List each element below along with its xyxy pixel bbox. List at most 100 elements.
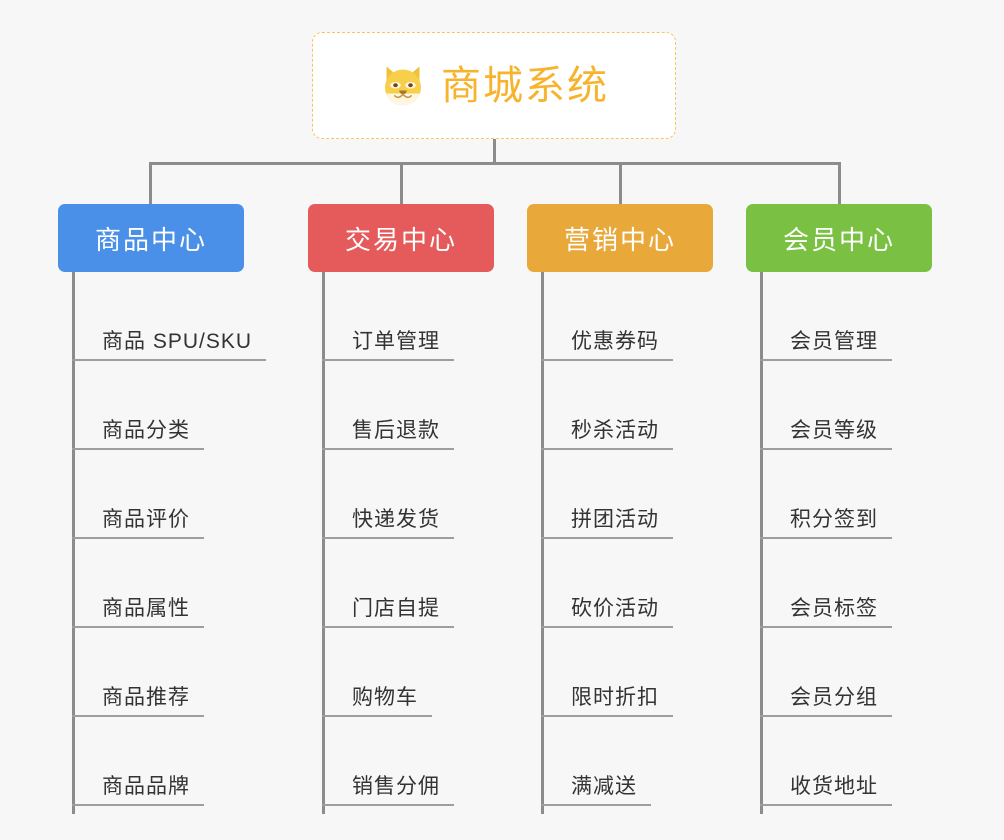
leaf-underline: 商品评价 bbox=[72, 508, 204, 539]
leaf-item[interactable]: 拼团活动 bbox=[541, 450, 673, 539]
leaf-item[interactable]: 积分签到 bbox=[760, 450, 892, 539]
category-member-center[interactable]: 会员中心 bbox=[746, 204, 932, 272]
leaf-label: 会员等级 bbox=[790, 418, 878, 442]
connector-drop-2 bbox=[400, 162, 403, 206]
leaf-item[interactable]: 商品属性 bbox=[72, 539, 266, 628]
leaf-item[interactable]: 销售分佣 bbox=[322, 717, 454, 806]
category-product-center[interactable]: 商品中心 bbox=[58, 204, 244, 272]
leaf-list: 订单管理售后退款快递发货门店自提购物车销售分佣 bbox=[322, 272, 454, 806]
leaf-underline: 拼团活动 bbox=[541, 508, 673, 539]
column-product-center: 商品中心商品 SPU/SKU 商品分类商品评价商品属性商品推荐商品品牌 bbox=[58, 204, 267, 814]
leaf-item[interactable]: 收货地址 bbox=[760, 717, 892, 806]
connector-drop-3 bbox=[619, 162, 622, 206]
leaf-item[interactable]: 快递发货 bbox=[322, 450, 454, 539]
leaf-item[interactable]: 秒杀活动 bbox=[541, 361, 673, 450]
leaf-item[interactable]: 订单管理 bbox=[322, 272, 454, 361]
connector-drop-1 bbox=[149, 162, 152, 206]
leaf-underline: 限时折扣 bbox=[541, 686, 673, 717]
leaf-item[interactable]: 限时折扣 bbox=[541, 628, 673, 717]
leaf-underline: 会员管理 bbox=[760, 330, 892, 361]
category-label: 商品中心 bbox=[94, 224, 207, 255]
leaf-label: 会员标签 bbox=[790, 596, 878, 620]
leaf-underline: 秒杀活动 bbox=[541, 419, 673, 450]
leaf-list: 商品 SPU/SKU 商品分类商品评价商品属性商品推荐商品品牌 bbox=[72, 272, 267, 806]
root-node[interactable]: 商城系统 bbox=[312, 32, 676, 139]
leaf-label: 商品推荐 bbox=[102, 685, 190, 709]
leaf-underline: 会员等级 bbox=[760, 419, 892, 450]
leaf-underline: 收货地址 bbox=[760, 775, 892, 806]
leaf-label: 商品评价 bbox=[102, 507, 190, 531]
column-marketing-center: 营销中心优惠券码秒杀活动拼团活动砍价活动限时折扣满减送 bbox=[527, 204, 713, 814]
leaf-label: 积分签到 bbox=[790, 507, 878, 531]
root-title: 商城系统 bbox=[441, 63, 609, 108]
leaf-label: 会员管理 bbox=[790, 329, 878, 353]
column-member-center: 会员中心会员管理会员等级积分签到会员标签会员分组收货地址 bbox=[746, 204, 932, 814]
leaf-label: 商品 SPU/SKU bbox=[102, 329, 253, 353]
leaf-underline: 会员分组 bbox=[760, 686, 892, 717]
category-label: 交易中心 bbox=[344, 224, 457, 255]
category-trade-center[interactable]: 交易中心 bbox=[308, 204, 494, 272]
leaf-label: 订单管理 bbox=[352, 329, 440, 353]
leaf-label: 拼团活动 bbox=[571, 507, 659, 531]
leaf-item[interactable]: 商品评价 bbox=[72, 450, 266, 539]
connector-drop-4 bbox=[838, 162, 841, 206]
leaf-list: 优惠券码秒杀活动拼团活动砍价活动限时折扣满减送 bbox=[541, 272, 673, 806]
connector-bus bbox=[149, 162, 841, 165]
leaf-label: 优惠券码 bbox=[571, 329, 659, 353]
leaf-label: 满减送 bbox=[571, 774, 637, 798]
leaf-label: 秒杀活动 bbox=[571, 418, 659, 442]
leaf-underline: 砍价活动 bbox=[541, 597, 673, 628]
leaf-underline: 积分签到 bbox=[760, 508, 892, 539]
leaf-item[interactable]: 满减送 bbox=[541, 717, 673, 806]
leaf-item[interactable]: 商品 SPU/SKU bbox=[72, 272, 267, 361]
leaf-item[interactable]: 购物车 bbox=[322, 628, 454, 717]
leaf-item[interactable]: 门店自提 bbox=[322, 539, 454, 628]
leaf-underline: 商品 SPU/SKU bbox=[72, 329, 267, 361]
leaf-item[interactable]: 售后退款 bbox=[322, 361, 454, 450]
connector-root-stem bbox=[493, 139, 496, 164]
leaf-item[interactable]: 会员标签 bbox=[760, 539, 892, 628]
category-label: 会员中心 bbox=[782, 224, 895, 255]
leaf-underline: 商品推荐 bbox=[72, 686, 204, 717]
leaf-underline: 售后退款 bbox=[322, 419, 454, 450]
leaf-list: 会员管理会员等级积分签到会员标签会员分组收货地址 bbox=[760, 272, 892, 806]
leaf-item[interactable]: 会员管理 bbox=[760, 272, 892, 361]
leaf-label: 会员分组 bbox=[790, 685, 878, 709]
leaf-item[interactable]: 商品分类 bbox=[72, 361, 266, 450]
leaf-item[interactable]: 会员分组 bbox=[760, 628, 892, 717]
leaf-label: 收货地址 bbox=[790, 774, 878, 798]
leaf-item[interactable]: 优惠券码 bbox=[541, 272, 673, 361]
leaf-underline: 商品属性 bbox=[72, 597, 204, 628]
leaf-underline: 会员标签 bbox=[760, 597, 892, 628]
category-label: 营销中心 bbox=[563, 224, 676, 255]
leaf-underline: 购物车 bbox=[322, 686, 432, 717]
leaf-item[interactable]: 商品推荐 bbox=[72, 628, 266, 717]
column-spine bbox=[72, 272, 75, 814]
leaf-label: 商品分类 bbox=[102, 418, 190, 442]
leaf-underline: 门店自提 bbox=[322, 597, 454, 628]
leaf-label: 限时折扣 bbox=[571, 685, 659, 709]
column-spine bbox=[760, 272, 763, 814]
category-marketing-center[interactable]: 营销中心 bbox=[527, 204, 713, 272]
leaf-label: 购物车 bbox=[352, 685, 418, 709]
leaf-label: 售后退款 bbox=[352, 418, 440, 442]
leaf-underline: 订单管理 bbox=[322, 330, 454, 361]
leaf-item[interactable]: 砍价活动 bbox=[541, 539, 673, 628]
leaf-underline: 商品分类 bbox=[72, 419, 204, 450]
column-spine bbox=[322, 272, 325, 814]
leaf-label: 门店自提 bbox=[352, 596, 440, 620]
leaf-underline: 满减送 bbox=[541, 775, 651, 806]
leaf-label: 快递发货 bbox=[352, 507, 440, 531]
leaf-label: 商品品牌 bbox=[102, 774, 190, 798]
leaf-item[interactable]: 商品品牌 bbox=[72, 717, 266, 806]
column-trade-center: 交易中心订单管理售后退款快递发货门店自提购物车销售分佣 bbox=[308, 204, 494, 814]
leaf-underline: 商品品牌 bbox=[72, 775, 204, 806]
leaf-underline: 优惠券码 bbox=[541, 330, 673, 361]
leaf-underline: 销售分佣 bbox=[322, 775, 454, 806]
leaf-label: 砍价活动 bbox=[571, 596, 659, 620]
dog-face-icon bbox=[379, 62, 427, 110]
column-spine bbox=[541, 272, 544, 814]
leaf-item[interactable]: 会员等级 bbox=[760, 361, 892, 450]
leaf-underline: 快递发货 bbox=[322, 508, 454, 539]
